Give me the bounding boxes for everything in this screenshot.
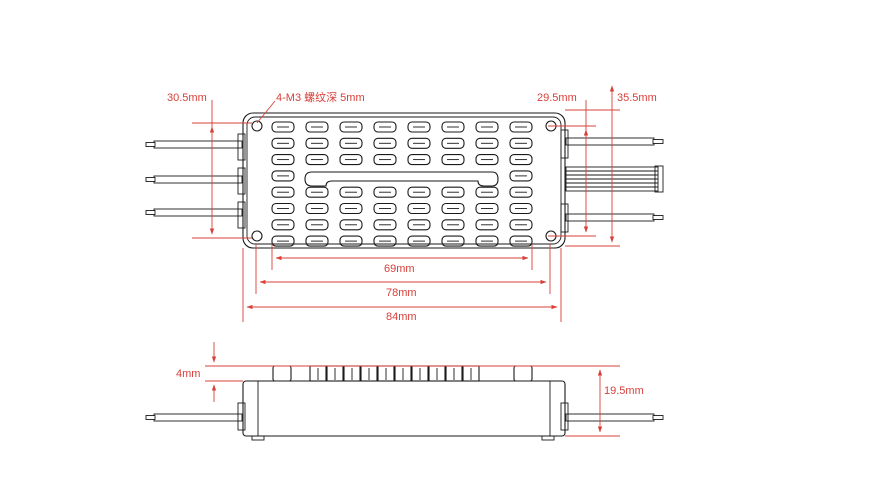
vent-slot [271, 121, 295, 133]
vent-slot [305, 121, 329, 133]
vent-slot [475, 121, 499, 133]
vent-slot [407, 219, 431, 231]
vent-slot [271, 186, 295, 198]
vent-slot [475, 235, 499, 247]
top-view [145, 112, 664, 249]
top-dimensions: 30.5mm 4-M3 螺纹深 5mm 29.5mm 35.5mm 69mm 7… [167, 85, 657, 323]
vent-slot [475, 202, 499, 215]
vent-slot [407, 202, 431, 215]
vent-slot [305, 186, 329, 198]
vent-slot [441, 235, 465, 247]
vent-slot [373, 137, 397, 149]
vent-slot [441, 219, 465, 231]
vent-slot [339, 186, 363, 198]
vent-slot [305, 202, 329, 215]
heatsink-vents [271, 121, 533, 247]
vent-slot [339, 121, 363, 133]
vent-slot [339, 154, 363, 166]
vent-slot [271, 170, 295, 182]
hole-spec-label: 4-M3 螺纹深 5mm [276, 90, 365, 104]
vent-slot [305, 235, 329, 247]
center-channel [304, 171, 499, 187]
width-inner-label: 69mm [384, 263, 415, 275]
vent-slot [509, 121, 533, 133]
left-wires [145, 140, 243, 217]
width-outer-label: 84mm [386, 311, 417, 323]
cooling-fins [309, 365, 480, 382]
vent-slot [407, 186, 431, 198]
right-wires [565, 137, 664, 222]
vent-slot [339, 219, 363, 231]
side-height-label: 19.5mm [604, 385, 644, 397]
vent-slot [339, 137, 363, 149]
side-cap-label: 4mm [176, 368, 200, 380]
vent-slot [509, 154, 533, 166]
vent-slot [509, 202, 533, 215]
vent-slot [271, 154, 295, 166]
vent-slot [475, 186, 499, 198]
left-height-label: 30.5mm [167, 92, 207, 104]
vent-slot [475, 154, 499, 166]
vent-slot [509, 235, 533, 247]
vent-slot [271, 202, 295, 215]
right-inner-label: 29.5mm [537, 92, 577, 104]
vent-slot [441, 137, 465, 149]
vent-slot [271, 219, 295, 231]
vent-slot [509, 186, 533, 198]
vent-slot [373, 121, 397, 133]
vent-slot [509, 137, 533, 149]
esc-body-side [242, 380, 566, 437]
vent-slot [373, 154, 397, 166]
vent-slot [305, 219, 329, 231]
vent-slot [509, 219, 533, 231]
vent-slot [271, 235, 295, 247]
vent-slot [305, 154, 329, 166]
vent-slot [339, 202, 363, 215]
vent-slot [339, 235, 363, 247]
vent-slot [373, 202, 397, 215]
signal-ribbon-cable [565, 165, 664, 193]
vent-slot [407, 154, 431, 166]
vent-slot [509, 170, 533, 182]
vent-slot [373, 235, 397, 247]
vent-slot [373, 186, 397, 198]
vent-slot [407, 235, 431, 247]
vent-slot [441, 121, 465, 133]
width-mid-label: 78mm [386, 287, 417, 299]
vent-slot [441, 186, 465, 198]
vent-slot [305, 137, 329, 149]
vent-slot [373, 219, 397, 231]
side-view [145, 365, 664, 441]
vent-slot [441, 154, 465, 166]
vent-slot [407, 121, 431, 133]
right-outer-label: 35.5mm [617, 92, 657, 104]
esc-body-top [242, 112, 566, 249]
vent-slot [407, 137, 431, 149]
vent-slot [441, 202, 465, 215]
vent-slot [475, 219, 499, 231]
vent-slot [475, 137, 499, 149]
vent-slot [271, 137, 295, 149]
side-dimensions: 4mm 19.5mm [176, 342, 644, 437]
